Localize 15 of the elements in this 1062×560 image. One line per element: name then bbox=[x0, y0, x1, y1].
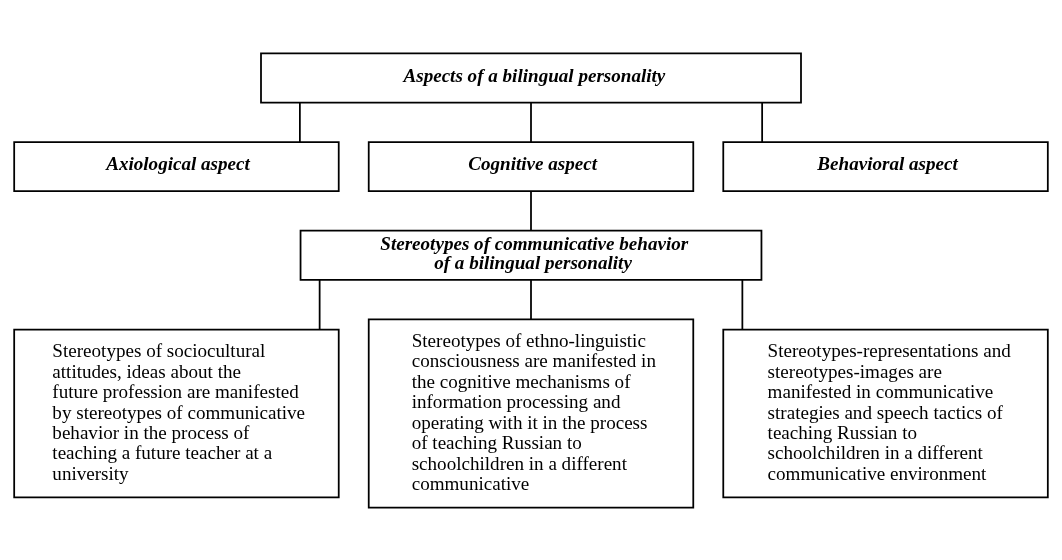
connector bbox=[530, 278, 532, 320]
connector bbox=[318, 278, 321, 330]
node-box: Behavioral aspect bbox=[722, 140, 1049, 192]
node-box: Cognitive aspect bbox=[367, 140, 695, 192]
node-box: Stereotypes of sociocultural attitudes, ideas about the future profession are manifested by stereotypes of communicative behavior in the process of teaching a future teacher at a university bbox=[13, 328, 340, 498]
node-box: Stereotypes-representations and stereotypes-images are manifested in communicative strategies and speech tactics of teaching Russian to schoolchildren in a different communicative environment bbox=[722, 328, 1049, 498]
connector bbox=[530, 189, 532, 232]
node-box: Stereotypes of communicative behavior of a bilingual personality bbox=[299, 229, 763, 281]
node-box: Axiological aspect bbox=[13, 140, 340, 192]
connector bbox=[741, 278, 744, 330]
node-box: Stereotypes of ethno-linguistic consciousness are manifested in the cognitive mechanisms of information processing and operating with it in the process of teaching Russian to schoolchildren in a different communicative bbox=[367, 317, 695, 508]
connector bbox=[298, 101, 301, 143]
connector bbox=[761, 101, 764, 143]
connector bbox=[530, 101, 532, 143]
node-box: Aspects of a bilingual personality bbox=[260, 52, 802, 103]
